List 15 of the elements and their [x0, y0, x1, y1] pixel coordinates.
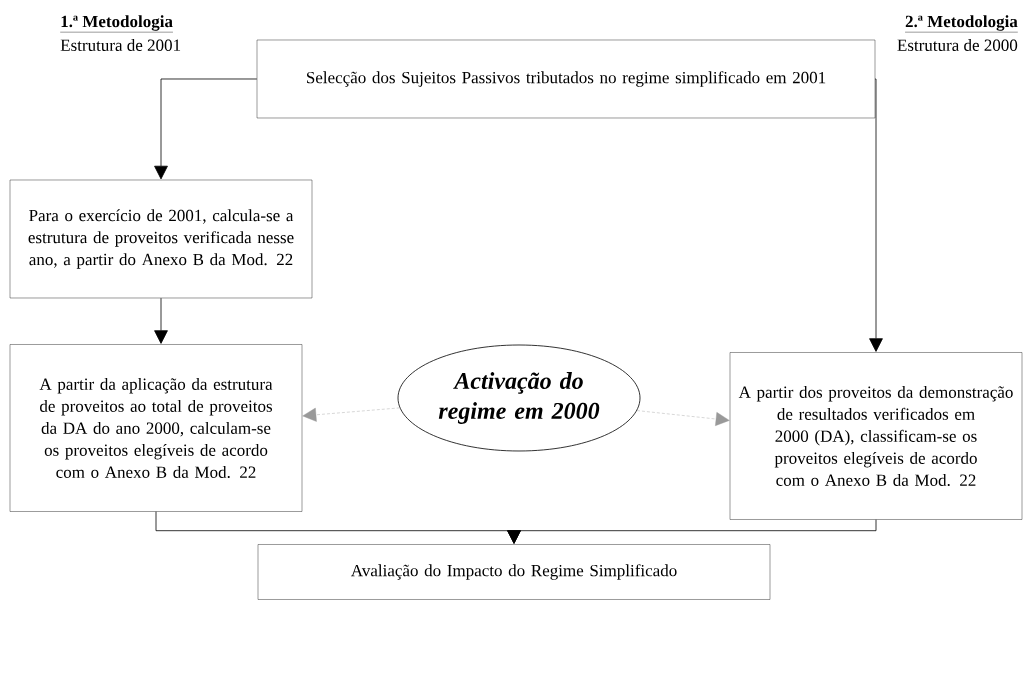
arrow — [302, 407, 400, 422]
process-box: Avaliação do Impacto do Regime Simplificado — [257, 544, 771, 600]
column-heading: 2.ª Metodologia — [904, 15, 1018, 33]
column-subheading: Estrutura de 2001 — [60, 39, 181, 51]
column-heading: 1.ª Metodologia — [60, 15, 174, 33]
column-subheading: Estrutura de 2000 — [897, 39, 1018, 51]
process-box: Selecção dos Sujeitos Passivos tributados no regime simplificado em 2001 — [256, 39, 876, 119]
arrow — [507, 519, 877, 544]
arrow — [636, 410, 730, 426]
process-box: A partir dos proveitos da demonstração de resultados verificados em 2000 (DA), classificam-se os proveitos elegíveis de acordo com o Anexo B da Mod. 22 — [729, 352, 1023, 520]
arrow — [154, 297, 168, 344]
arrow — [869, 78, 883, 352]
process-box: Para o exercício de 2001, calcula-se a estrutura de proveitos verificada nesse ano, a partir do Anexo B da Mod. 22 — [9, 179, 313, 299]
arrow — [154, 78, 258, 180]
process-box: A partir da aplicação da estrutura de proveitos ao total de proveitos da DA do ano 2000, calculam-se os proveitos elegíveis de acordo com o Anexo B da Mod. 22 — [9, 344, 303, 512]
